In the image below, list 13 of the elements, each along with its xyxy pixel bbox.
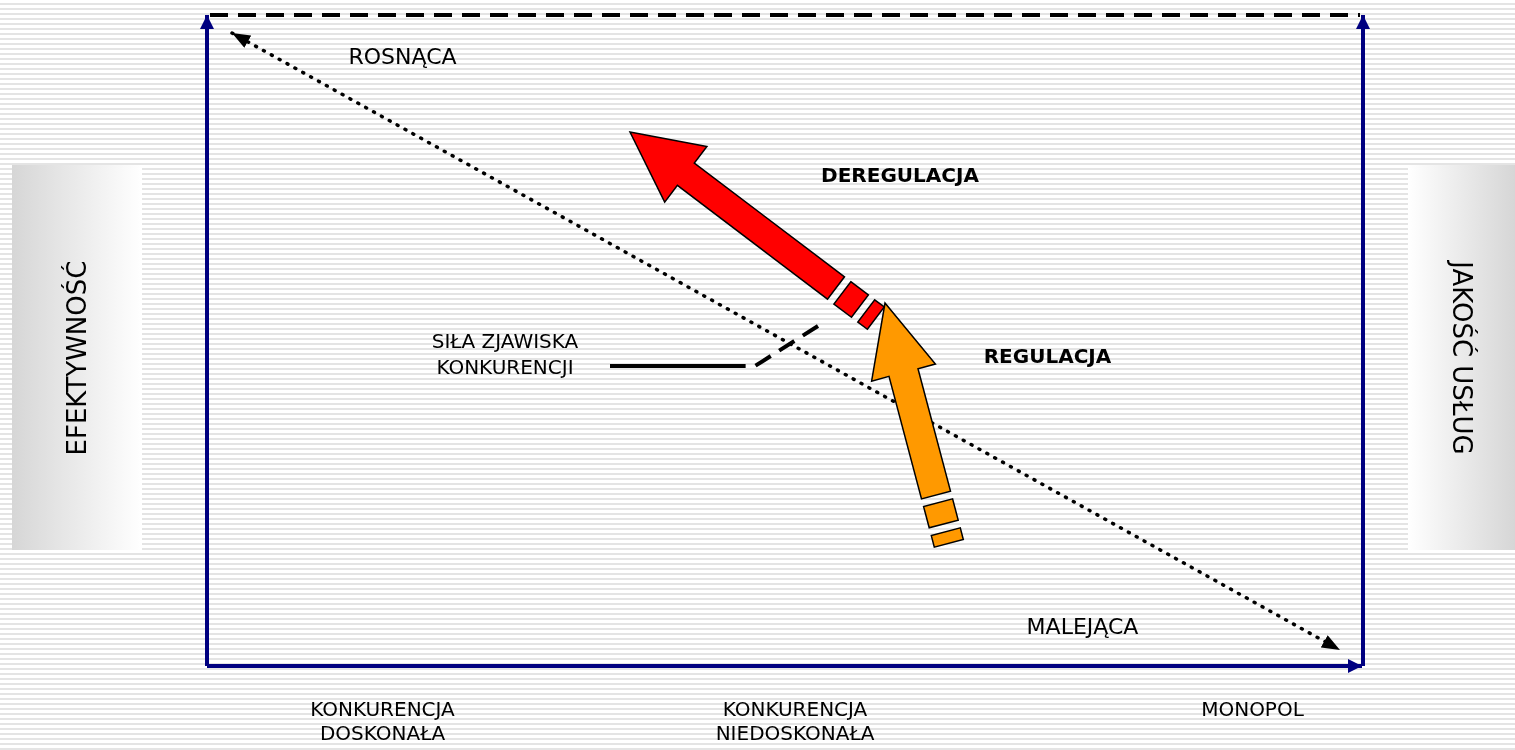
annotation-text: SIŁA ZJAWISKA KONKURENCJI	[430, 328, 580, 380]
leader-line	[610, 324, 820, 368]
axis-title: EFEKTYWNOŚĆ	[62, 260, 92, 455]
arrow-label: REGULACJA	[982, 343, 1113, 369]
axis-title-panel	[12, 165, 142, 550]
trend-label: MALEJĄCA	[1025, 614, 1140, 640]
axis-category-label: MONOPOL	[1200, 697, 1305, 721]
trend-label: ROSNĄCA	[347, 44, 458, 70]
axis-title: JAKOŚĆ USŁUG	[1446, 260, 1477, 455]
arrow-label: DEREGULACJA	[820, 162, 980, 188]
axis-category-label: KONKURENCJA NIEDOSKONAŁA	[714, 697, 876, 745]
axis-title-panel	[1408, 165, 1515, 550]
axis-category-label: KONKURENCJA DOSKONAŁA	[309, 697, 456, 745]
